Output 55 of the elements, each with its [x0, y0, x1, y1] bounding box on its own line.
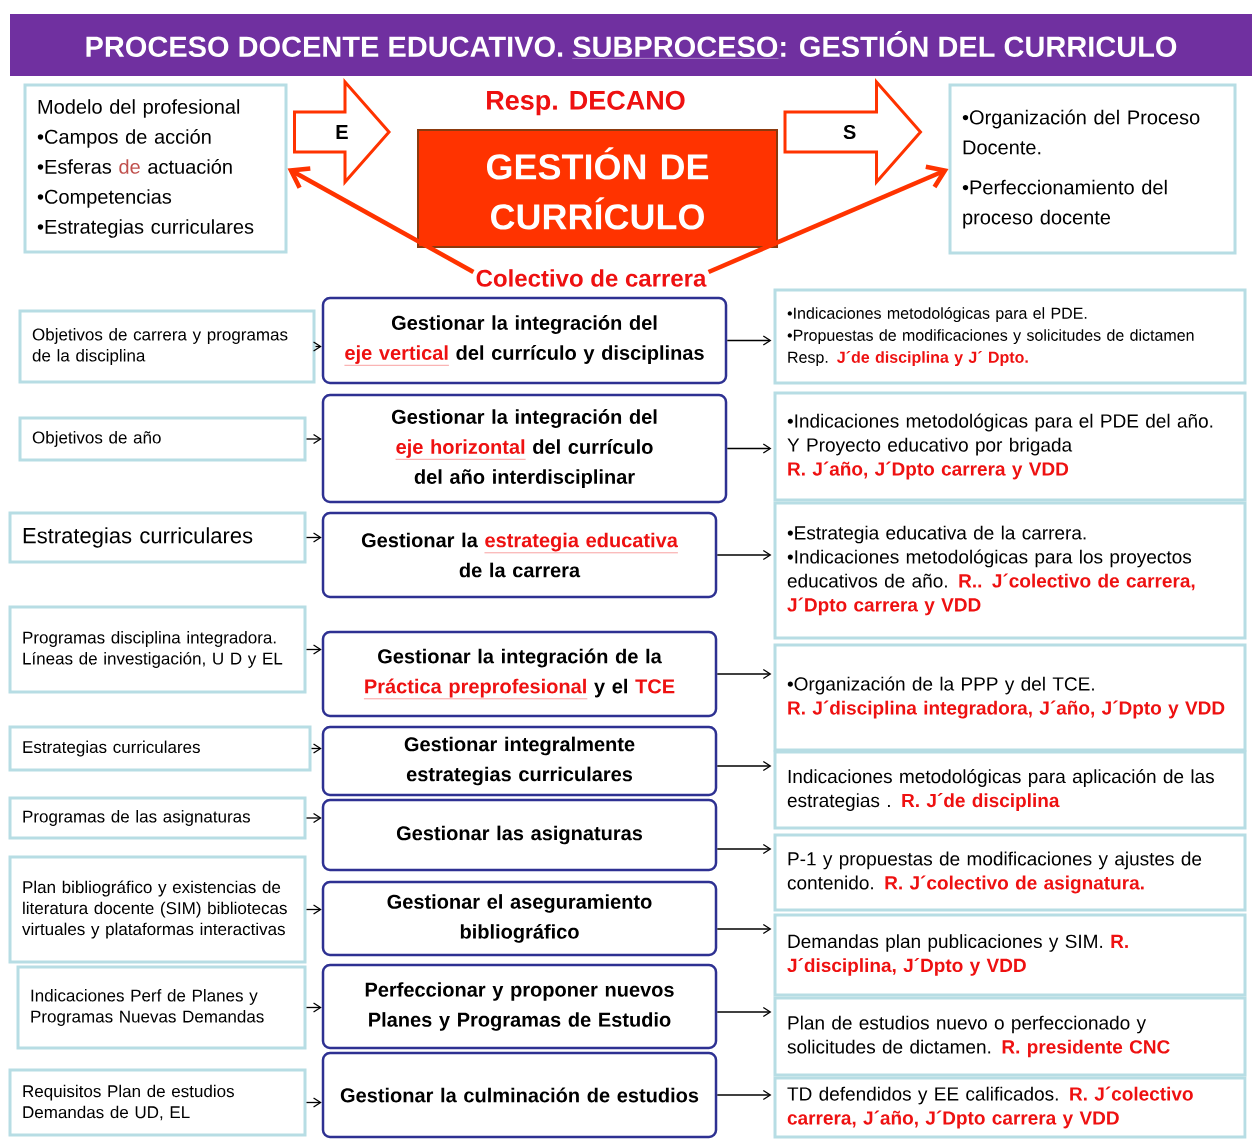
edge-label: E	[336, 125, 348, 139]
process-box: Gestionar la integración de la Práctica preprofesional y el TCE	[321, 630, 718, 718]
edge-label: S	[843, 124, 856, 140]
arrow	[305, 433, 322, 445]
output-box: P-1 y propuestas de modificaciones y ajustes de contenido. R. J´colectivo de asignatura.	[773, 833, 1247, 912]
arrow	[716, 1006, 772, 1018]
output-box: •Estrategia educativa de la carrera. •Indicaciones metodológicas para los proyectos educativos de año. R.. J´colectivo de carrera, J´Dpto carrera y VDD	[773, 501, 1247, 640]
arrow	[305, 1002, 322, 1013]
output-box: Demandas plan publicaciones y SIM. R. J´disciplina, J´Dpto y VDD	[773, 913, 1247, 997]
process-box: Gestionar la estrategia educativa de la carrera	[321, 511, 718, 599]
arrow	[287, 166, 475, 274]
arrow	[305, 532, 322, 543]
heading: Resp. DECANO	[487, 90, 685, 116]
output-box: •Organización de la PPP y del TCE. R. J´disciplina integradora, J´año, J´Dpto y VDD	[773, 643, 1247, 752]
process-box: Perfeccionar y proponer nuevos Planes y Programas de Estudio	[321, 963, 718, 1050]
process-box: Gestionar el aseguramiento bibliográfico	[321, 880, 718, 957]
output-box: TD defendidos y EE calificados. R. J´colectivo carrera, J´año, J´Dpto carrera y VDD	[773, 1076, 1247, 1139]
input-box: Estrategias curriculares	[8, 511, 307, 564]
block-arrow	[783, 78, 923, 186]
output-box: Plan de estudios nuevo o perfeccionado y solicitudes de dictamen. R. presidente CNC	[773, 996, 1247, 1077]
text-box: Modelo del profesional •Campos de acción •Esferas de actuación •Competencias •Estrategias curriculares	[23, 83, 288, 254]
process-box: GESTIÓN DE CURRÍCULO	[417, 129, 778, 248]
arrow	[716, 843, 772, 855]
input-box: Estrategias curriculares	[8, 725, 312, 772]
arrow	[716, 549, 772, 561]
process-box: Gestionar las asignaturas	[321, 798, 718, 872]
arrow	[305, 644, 322, 655]
output-box: •Indicaciones metodológicas para el PDE del año. Y Proyecto educativo por brigada R. J´año, J´Dpto carrera y VDD	[773, 391, 1247, 502]
block-arrow	[293, 78, 391, 186]
arrow	[726, 443, 772, 454]
arrow	[716, 760, 772, 772]
text-box: •Organización del Proceso Docente. •Perfeccionamiento del proceso docente	[948, 83, 1237, 255]
arrow	[707, 164, 949, 275]
input-box: Programas de las asignaturas	[8, 796, 307, 840]
process-box: Gestionar la integración del eje horizontal del currículo del año interdisciplinar	[321, 393, 728, 504]
process-box: Gestionar la culminación de estudios	[321, 1051, 718, 1139]
input-box: Plan bibliográfico y existencias de literatura docente (SIM) bibliotecas virtuales y plataformas interactivas	[8, 855, 307, 964]
arrow	[716, 1089, 772, 1101]
caption-text: Colectivo de carrera	[476, 269, 707, 287]
arrow	[305, 812, 322, 824]
input-box: Requisitos Plan de estudios Demandas de UD, EL	[8, 1068, 307, 1137]
arrow	[716, 923, 772, 935]
title-banner: PROCESO DOCENTE EDUCATIVO. SUBPROCESO: GESTIÓN DEL CURRICULO	[10, 14, 1252, 76]
process-box: Gestionar la integración del eje vertical del currículo y disciplinas	[321, 296, 728, 385]
input-box: Objetivos de carrera y programas de la disciplina	[18, 309, 316, 384]
arrow	[726, 335, 772, 346]
arrow	[305, 904, 322, 915]
output-box: •Indicaciones metodológicas para el PDE. •Propuestas de modificaciones y solicitudes de dictamen Resp. J´de disciplina y J´ Dpto.	[773, 288, 1247, 385]
arrow	[716, 668, 772, 680]
arrow	[305, 1097, 322, 1108]
input-box: Programas disciplina integradora. Líneas de investigación, U D y EL	[8, 605, 307, 694]
input-box: Objetivos de año	[18, 416, 307, 462]
input-box: Indicaciones Perf de Planes y Programas Nuevas Demandas	[16, 965, 307, 1050]
output-box: Indicaciones metodológicas para aplicación de las estrategias . R. J´de disciplina	[773, 750, 1247, 830]
process-box: Gestionar integralmente estrategias curriculares	[321, 725, 718, 797]
